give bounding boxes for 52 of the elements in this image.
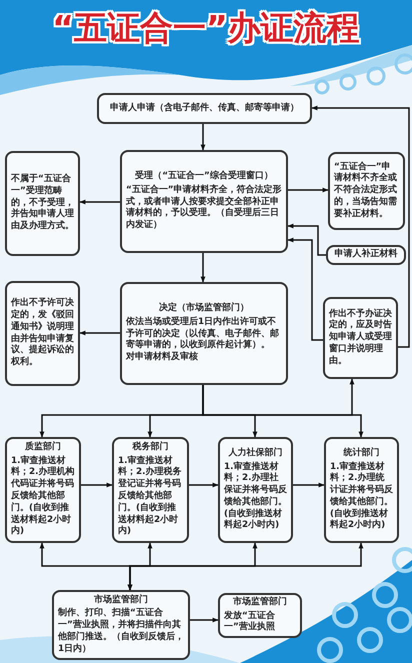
process-box <box>120 282 288 385</box>
box-heading: 质监部门 <box>24 442 62 454</box>
arrow <box>311 106 410 348</box>
arrow <box>200 253 206 283</box>
arrow <box>79 200 120 204</box>
box-text: 不属于“五证合一”受理范畴的，不予受理，并告知申请人理由及办理方式。 <box>11 174 74 233</box>
note-box <box>5 281 80 386</box>
arrow <box>202 378 354 416</box>
arrow <box>200 124 206 151</box>
arrow <box>79 330 120 336</box>
arrow <box>288 188 329 192</box>
arrow <box>189 482 219 488</box>
box-text: 作出不予许可决定的，发《驳回通知书》说明理由并告知申请复议、提起诉讼的权利。 <box>11 298 74 369</box>
department-box <box>324 437 399 543</box>
box-text: 发放“五证合一”营业执照 <box>224 610 276 634</box>
note-box <box>328 152 405 230</box>
box-text: 申请人申请（含电子邮件、传真、邮寄等申请） <box>109 102 300 114</box>
box-heading: 统计部门 <box>342 448 380 460</box>
note-box <box>5 151 80 256</box>
box-text: 1.审查推送材料；2.办理税务登记证并将号码反馈给其他部门。(自收到推送材料起2小时内) <box>118 456 182 538</box>
department-box <box>112 437 189 543</box>
process-box <box>218 593 302 638</box>
box-heading: 税务部门 <box>131 442 170 454</box>
box-text: 依法当场或受理后1日内作出许可或不予许可的决定（以传真、电子邮件、邮寄等申请的，以收到原件起计算）。 <box>126 316 280 351</box>
department-box <box>5 437 81 543</box>
note-box <box>323 297 398 379</box>
box-text: 1.审查推送材料；2.办理统计证并将号码反馈给其他部门。(自收到推送材料起2小时内) <box>330 462 393 532</box>
box-text: “五证合一”申请材料不齐全或不符合法定形式的，当场告知需要补正材料。 <box>334 162 398 220</box>
box-text: 对申请材料及审核 <box>126 352 199 364</box>
title: “五证合一”办证流程 <box>51 7 361 49</box>
arrow <box>293 482 325 488</box>
box-heading: 受理（“五证合一”综合受理窗口） <box>134 171 274 183</box>
process-box <box>120 150 288 253</box>
box-text: 1.审查推送材料；2.办理社保证并将号码反馈给其他部门。(自收到推送材料起2小时内) <box>224 462 287 532</box>
process-box <box>52 590 190 660</box>
process-box <box>97 93 312 124</box>
arrow <box>287 224 326 256</box>
department-box <box>218 437 293 543</box>
box-heading: 决定（市场监管部门） <box>158 303 250 315</box>
process-box <box>326 245 406 265</box>
box-heading: 市场监管部门 <box>232 596 288 609</box>
arrow <box>128 542 364 591</box>
box-text: “五证合一”申请材料齐全，符合法定形式，或者申请人按要求提交全部补正申请材料的，予以受理。（自受理后三日内发证） <box>126 184 282 232</box>
arrow <box>190 618 219 622</box>
arrow <box>287 238 323 341</box>
box-text: 申请人补正材料 <box>334 249 398 261</box>
arrow <box>81 482 113 488</box>
box-text: 作出不予办证决定的，应及时告知申请人或受理窗口并说明理由。 <box>329 308 392 368</box>
box-text: 制作、打印、扫描“五证合一”营业执照，并将扫描件向其他部门推送。（自收到反馈后，1日内） <box>58 608 184 656</box>
box-heading: 人力社保部门 <box>228 448 284 460</box>
box-heading: 市场监管部门 <box>93 594 149 606</box>
box-text: 1.审查推送材料；2.办理机构代码证并将号码反馈给其他部门。(自收到推送材料起2小时内) <box>11 456 75 538</box>
